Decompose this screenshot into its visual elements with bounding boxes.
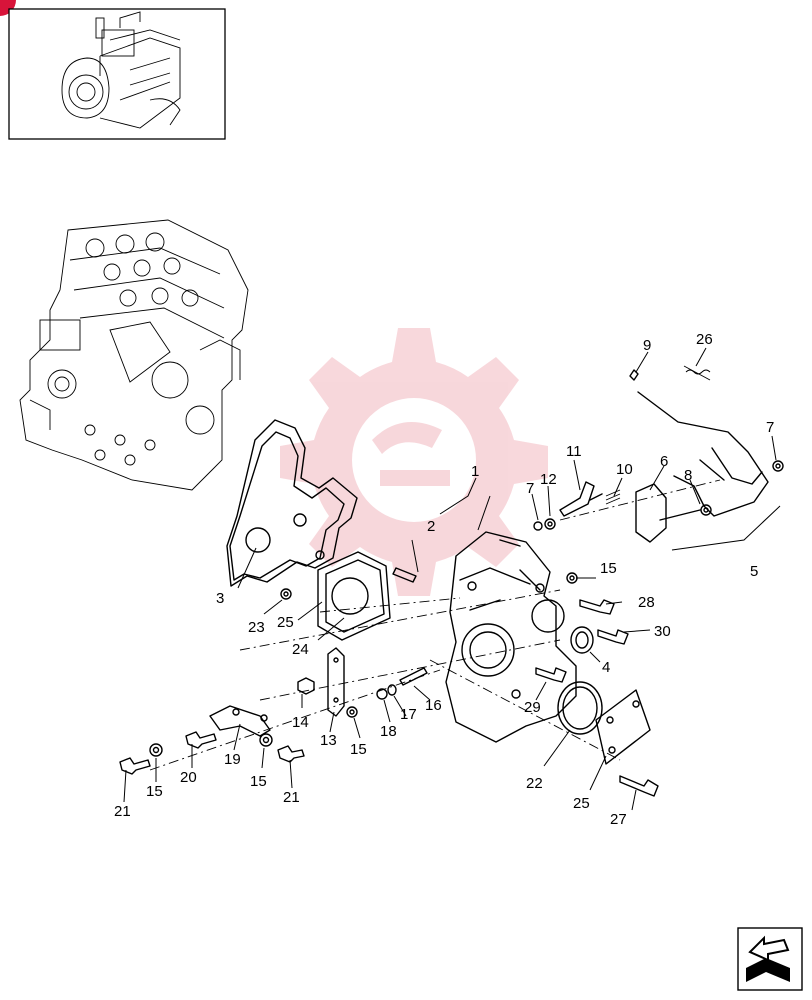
- bolt-part-29: [535, 667, 567, 683]
- callout-17: 17: [400, 706, 417, 723]
- callout-18: 18: [380, 723, 397, 740]
- bolt-part-27: [619, 775, 659, 797]
- bolt-part-21a: [119, 757, 151, 775]
- governor-shaft-part-6: [635, 483, 701, 543]
- engine-thumbnail-icon[interactable]: [8, 8, 226, 140]
- callout-15a: 15: [600, 560, 617, 577]
- nut-part-18: [376, 688, 388, 700]
- nut-part-15d: [259, 733, 273, 747]
- callout-26: 26: [696, 331, 713, 348]
- callout-16: 16: [425, 697, 442, 714]
- callout-7a: 7: [526, 480, 534, 497]
- gear-case-part-1: [445, 531, 577, 743]
- timing-gasket-part-3: [226, 419, 358, 587]
- callout-12: 12: [540, 471, 557, 488]
- bolt-part-21b: [277, 745, 305, 763]
- callout-4: 4: [602, 659, 610, 676]
- callout-20: 20: [180, 769, 197, 786]
- callout-30: 30: [654, 623, 671, 640]
- nut-part-7b: [772, 460, 784, 472]
- washer-part-12: [544, 518, 556, 530]
- bolt-part-20: [185, 731, 217, 749]
- callout-25a: 25: [277, 614, 294, 631]
- o-ring-part-22: [557, 681, 603, 735]
- callout-24: 24: [292, 641, 309, 658]
- callout-labels: 1 2 3 4 5 6 7 7 8 9 10 11 12 13 14 15 15…: [114, 331, 774, 828]
- spring-part-26: [683, 365, 711, 381]
- engine-block-outline: [19, 219, 249, 491]
- lever-part-11: [559, 481, 603, 517]
- callout-15c: 15: [146, 783, 163, 800]
- callout-7b: 7: [766, 419, 774, 436]
- washer-part-17: [387, 684, 397, 696]
- callout-22: 22: [526, 775, 543, 792]
- callout-15d: 15: [250, 773, 267, 790]
- callout-19: 19: [224, 751, 241, 768]
- callout-5: 5: [750, 563, 758, 580]
- callout-13: 13: [320, 732, 337, 749]
- bolt-part-30: [597, 629, 629, 645]
- stud-part-14: [297, 677, 315, 695]
- nut-part-15b: [346, 706, 358, 718]
- callout-21a: 21: [114, 803, 131, 820]
- callout-8: 8: [684, 467, 692, 484]
- governor-lever-part-5: [629, 369, 769, 517]
- bolt-part-28: [579, 599, 615, 615]
- callout-15b: 15: [350, 741, 367, 758]
- callout-25b: 25: [573, 795, 590, 812]
- callout-10: 10: [616, 461, 633, 478]
- callout-11: 11: [566, 443, 582, 460]
- seal-part-4: [570, 626, 594, 654]
- bushing-part-10: [605, 489, 621, 505]
- bracket-part-13: [327, 647, 345, 717]
- leader-lines: [123, 347, 781, 811]
- callout-28: 28: [638, 594, 655, 611]
- cover-part-19: [209, 705, 271, 737]
- callout-9: 9: [643, 337, 651, 354]
- callout-3: 3: [216, 590, 224, 607]
- badge-icon[interactable]: [0, 0, 16, 16]
- callout-2: 2: [427, 518, 435, 535]
- nut-part-23: [280, 588, 292, 600]
- cover-plate-part-25: [595, 689, 651, 765]
- nut-part-15a: [566, 572, 578, 584]
- callout-6: 6: [660, 453, 668, 470]
- callout-29: 29: [524, 699, 541, 716]
- washer-part-8: [700, 504, 712, 516]
- plate-gasket-part-24: [317, 551, 391, 641]
- nut-part-7a: [533, 521, 543, 531]
- gear-watermark-icon: [280, 328, 548, 596]
- callout-23: 23: [248, 619, 265, 636]
- dowel-pin-part-2: [392, 567, 417, 583]
- callout-1: 1: [471, 463, 479, 480]
- callout-21b: 21: [283, 789, 300, 806]
- assembly-axis-lines: [149, 479, 721, 771]
- callout-14: 14: [292, 714, 309, 731]
- next-page-arrow-icon[interactable]: [737, 927, 803, 991]
- callout-27: 27: [610, 811, 627, 828]
- nut-part-15c: [149, 743, 163, 757]
